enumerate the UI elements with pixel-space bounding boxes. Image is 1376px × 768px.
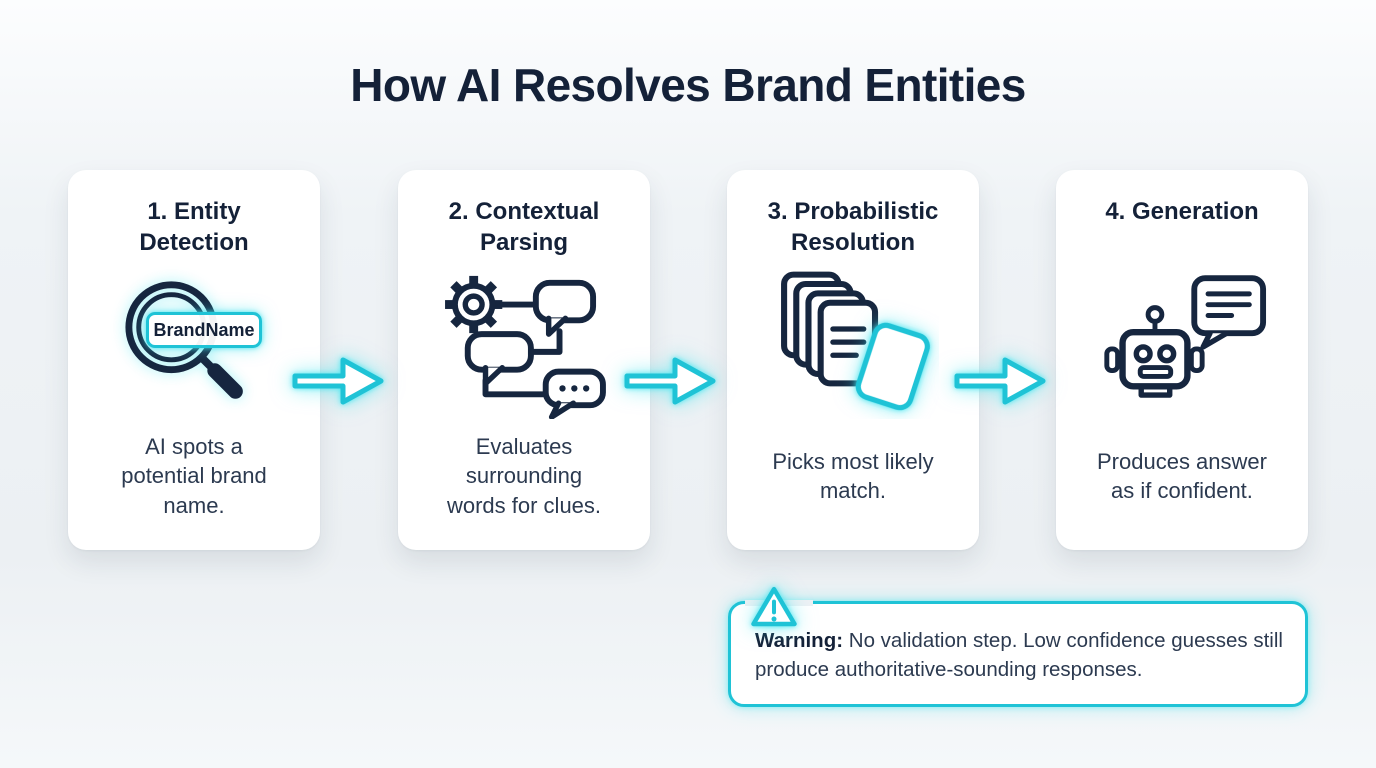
step-card-contextual-parsing: 2. Contextual Parsing xyxy=(398,170,650,550)
arrow-right-icon xyxy=(624,357,716,405)
robot-chat-icon xyxy=(1104,275,1267,398)
arrow-right-icon xyxy=(292,357,384,405)
step-description: Produces answer as if confident. xyxy=(1097,448,1267,503)
step-heading: 4. Generation xyxy=(1105,198,1259,225)
arrow-right-icon xyxy=(954,357,1046,405)
step-card-entity-detection: 1. Entity Detection BrandName AI spots a… xyxy=(68,170,320,550)
gear-chat-icon xyxy=(445,275,606,419)
warning-label: Warning: xyxy=(755,629,844,652)
step-card-generation: 4. Generation Produces answer as if conf… xyxy=(1056,170,1308,550)
warning-box: Warning: No validation step. Low confide… xyxy=(728,586,1308,707)
step-heading: 3. Probabilistic Resolution xyxy=(767,198,939,257)
step-card-probabilistic-resolution: 3. Probabilistic Resolution Picks most l… xyxy=(727,170,979,550)
step-heading: 1. Entity Detection xyxy=(139,198,249,257)
warning-message: Warning: No validation step. Low confide… xyxy=(755,627,1283,684)
document-stack-icon xyxy=(781,271,930,411)
warning-text: No validation step. Low confidence guess… xyxy=(755,629,1283,681)
step-heading: 2. Contextual Parsing xyxy=(448,198,600,257)
warning-triangle-icon xyxy=(751,586,797,627)
brandname-tag: BrandName xyxy=(146,312,262,348)
step-description: Evaluates surrounding words for clues. xyxy=(446,433,602,518)
page-title: How AI Resolves Brand Entities xyxy=(350,59,1026,111)
step-description: AI spots a potential brand name. xyxy=(121,433,267,518)
step-description: Picks most likely match. xyxy=(772,448,934,503)
